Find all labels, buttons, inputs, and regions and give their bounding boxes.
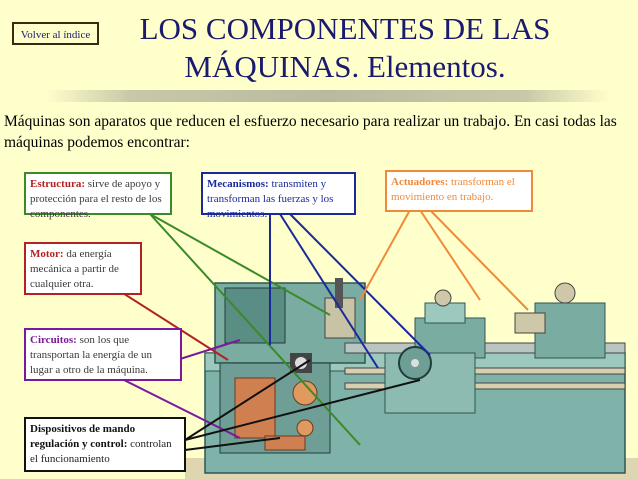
title-line-1: LOS COMPONENTES DE LAS [139,11,551,46]
callout-circuitos: Circuitos: son los que transportan la en… [24,328,182,381]
mecanismos-text: transmiten y transforman las fuerzas y l… [207,178,334,220]
callout-estructura: Estructura: sirve de apoyo y protección … [24,172,172,220]
title-divider [45,90,610,102]
circuitos-term: Circuitos: [30,334,77,346]
circuitos-text: son los que transportan la energía de un… [30,334,152,376]
motor-text: da energía mecánica a partir de cualquie… [30,248,119,290]
actuadores-text: transforman el movimiento en trabajo. [391,176,515,203]
estructura-text: sirve de apoyo y protección para el rest… [30,178,162,220]
mecanismos-term: Mecanismos: [207,178,269,190]
intro-text: Máquinas son aparatos que reducen el esf… [4,113,617,151]
actuadores-term: Actuadores: [391,176,449,188]
estructura-term: Estructura: [30,178,85,190]
callout-motor: Motor: da energía mecánica a partir de c… [24,242,142,295]
dispositivos-text: controlan el funcionamiento [30,438,172,465]
callout-actuadores: Actuadores: transforman el movimiento en… [385,170,533,212]
back-to-index-button[interactable]: Volver al índice [12,22,99,45]
callout-mecanismos: Mecanismos: transmiten y transforman las… [201,172,356,220]
page-title: LOS COMPONENTES DE LAS MÁQUINAS. Element… [110,10,580,86]
dispositivos-term: Dispositivos de mando regulación y contr… [30,423,136,450]
title-line-2: MÁQUINAS. Elementos. [184,49,506,84]
lathe-illustration [185,258,638,479]
motor-term: Motor: [30,248,64,260]
callout-dispositivos: Dispositivos de mando regulación y contr… [24,417,186,472]
